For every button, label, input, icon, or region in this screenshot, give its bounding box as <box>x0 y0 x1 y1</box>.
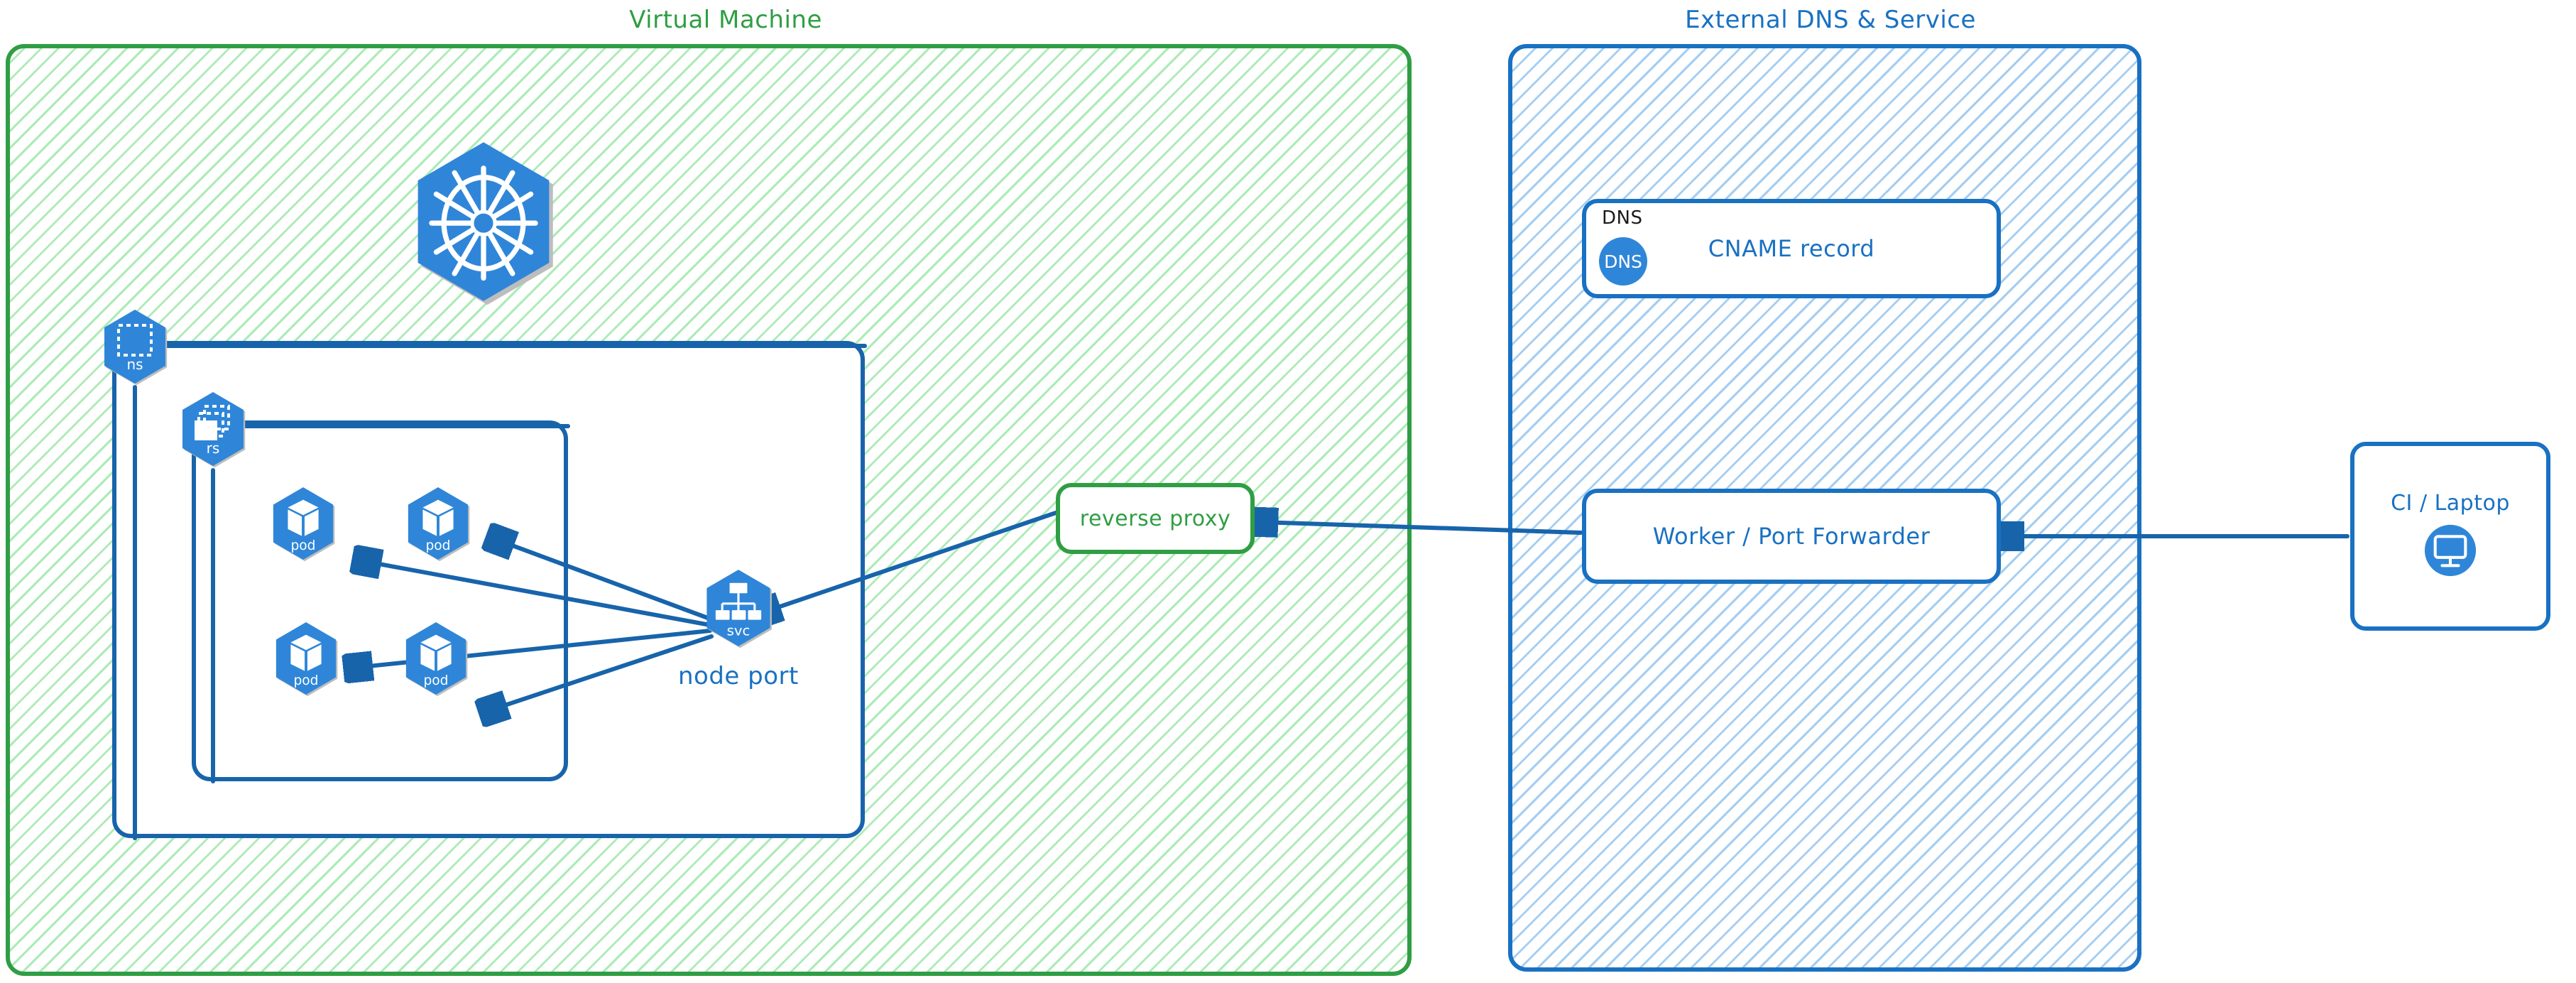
worker-port-forwarder-label: Worker / Port Forwarder <box>1652 523 1931 550</box>
node-port-caption: node port <box>678 662 799 690</box>
pod-badge-label: pod <box>293 673 318 688</box>
kubernetes-pod-badge-2: pod <box>403 486 473 562</box>
kubernetes-pod-badge-4: pod <box>401 621 471 697</box>
virtual-machine-group-title: Virtual Machine <box>629 6 822 34</box>
pod-cube-icon <box>420 634 452 671</box>
ci-laptop-label: CI / Laptop <box>2391 490 2510 516</box>
pod-badge-label: pod <box>290 538 315 553</box>
svc-hierarchy-icon <box>715 582 762 620</box>
pod-cube-icon <box>422 499 454 536</box>
dns-record-node[interactable]: CNAME record <box>1582 199 2001 298</box>
kubernetes-logo <box>406 139 561 305</box>
cname-record-label: CNAME record <box>1708 235 1875 262</box>
dns-card-caption: DNS <box>1602 207 1643 229</box>
rs-badge-label: rs <box>207 440 220 457</box>
external-dns-service-group-title: External DNS & Service <box>1685 6 1976 34</box>
kubernetes-pod-badge-3: pod <box>271 621 341 697</box>
kubernetes-rs-badge: rs <box>178 391 249 468</box>
pod-badge-label: pod <box>425 538 450 553</box>
reverse-proxy-node[interactable]: reverse proxy <box>1056 483 1255 554</box>
dns-circle-icon: DNS <box>1599 237 1647 286</box>
kubernetes-svc-badge: svc <box>702 568 775 648</box>
pod-cube-icon <box>290 634 322 671</box>
pod-badge-label: pod <box>423 673 448 688</box>
ns-badge-label: ns <box>126 356 143 373</box>
replicaset-container <box>192 420 568 781</box>
reverse-proxy-label: reverse proxy <box>1079 506 1231 531</box>
svc-badge-label: svc <box>727 622 751 639</box>
rs-solid-square-icon <box>195 420 217 440</box>
kubernetes-ns-badge: ns <box>99 308 170 386</box>
kubernetes-pod-badge-1: pod <box>268 486 338 562</box>
ci-laptop-node[interactable]: CI / Laptop <box>2350 442 2550 631</box>
desktop-monitor-icon <box>2421 521 2479 582</box>
ns-dashed-square-icon <box>117 324 153 357</box>
worker-port-forwarder-node[interactable]: Worker / Port Forwarder <box>1582 489 2001 584</box>
pod-cube-icon <box>288 499 319 536</box>
